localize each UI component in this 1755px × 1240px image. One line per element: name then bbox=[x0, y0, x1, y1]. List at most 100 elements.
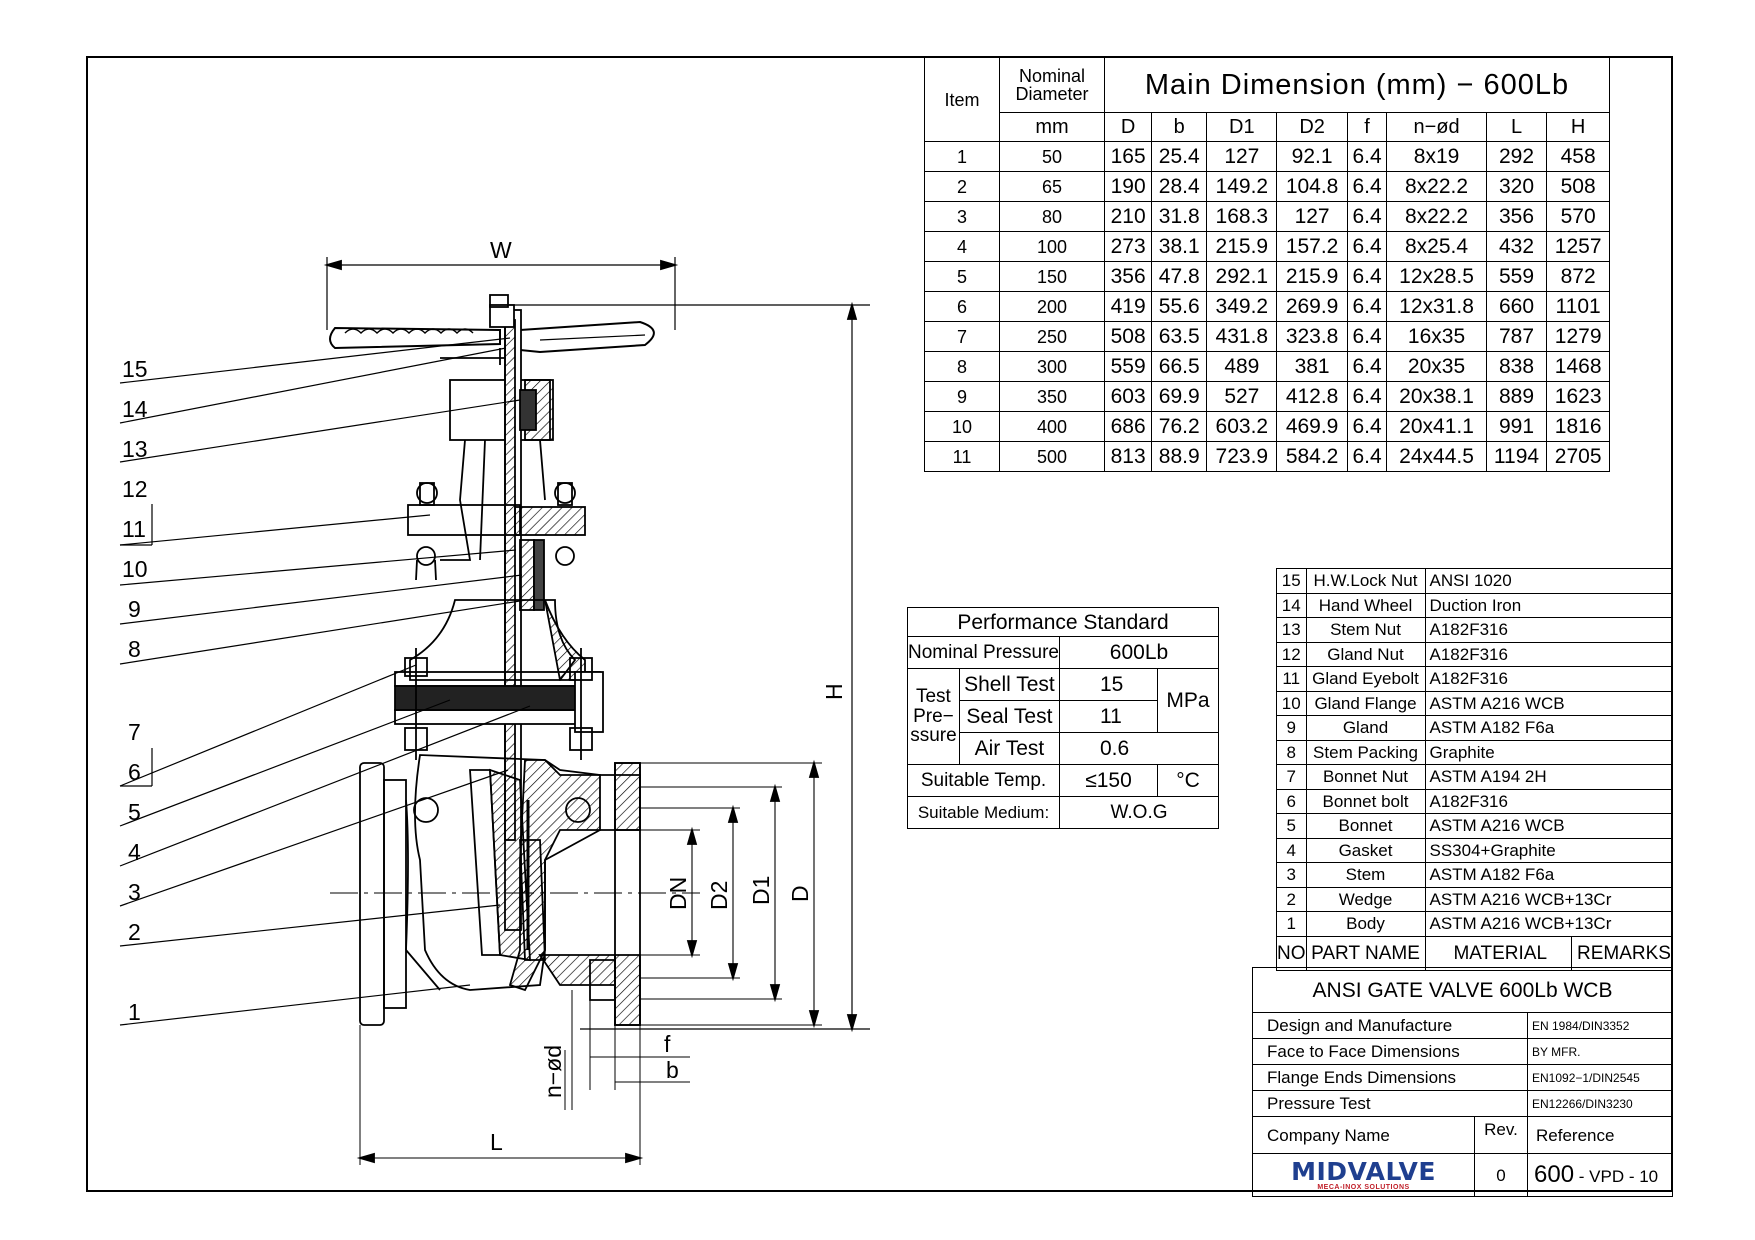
callout-13: 13 bbox=[122, 436, 148, 462]
main-dimension-table: Item Nominal Diameter Main Dimension (mm… bbox=[924, 57, 1610, 472]
dimension-cell: 323.8 bbox=[1276, 321, 1348, 352]
dimension-cell: 76.2 bbox=[1151, 411, 1208, 442]
dimension-cell: 1279 bbox=[1546, 321, 1610, 352]
dim-f-label: f bbox=[664, 1031, 671, 1057]
dimension-cell: 190 bbox=[1103, 171, 1153, 202]
dimension-cell: 20x41.1 bbox=[1386, 411, 1487, 442]
callout-5: 5 bbox=[128, 799, 141, 825]
dimension-cell: 12x28.5 bbox=[1386, 261, 1487, 292]
dimension-cell: 127 bbox=[1206, 141, 1278, 172]
callout-8: 8 bbox=[128, 636, 141, 662]
dimension-cell: 381 bbox=[1276, 351, 1348, 382]
main-dimension-title: Main Dimension (mm) − 600Lb bbox=[1104, 57, 1610, 113]
shell-test-label: Shell Test bbox=[958, 668, 1061, 701]
dim-b-label: b bbox=[666, 1057, 679, 1083]
part-number: 8 bbox=[1276, 739, 1307, 765]
std-label-1: Face to Face Dimensions bbox=[1252, 1038, 1528, 1065]
dim-col-header: D2 bbox=[1276, 112, 1348, 142]
dimension-cell: 1468 bbox=[1546, 351, 1610, 382]
dimension-cell: 6.4 bbox=[1346, 441, 1388, 472]
dimension-cell: 356 bbox=[1103, 261, 1153, 292]
dimension-cell: 63.5 bbox=[1151, 321, 1208, 352]
part-number: 9 bbox=[1276, 715, 1307, 741]
dimension-cell: 12x31.8 bbox=[1386, 291, 1487, 322]
nominal-header-line1: Nominal bbox=[1018, 66, 1086, 86]
part-name: Body bbox=[1305, 911, 1426, 937]
drawing-title: ANSI GATE VALVE 600Lb WCB bbox=[1252, 967, 1673, 1013]
callout-7: 7 bbox=[128, 719, 141, 745]
rev-label: Rev. bbox=[1474, 1116, 1528, 1154]
part-material: ASTM A182 F6a bbox=[1424, 862, 1673, 888]
unit-header: mm bbox=[999, 112, 1105, 142]
main-dimension-pressure: 600Lb bbox=[1483, 68, 1570, 101]
part-material: A182F316 bbox=[1424, 641, 1673, 667]
main-dimension-title-text: Main Dimension (mm) − bbox=[1144, 68, 1475, 101]
dimension-cell: 157.2 bbox=[1276, 231, 1348, 262]
dimension-cell: 508 bbox=[1103, 321, 1153, 352]
dimension-cell: 8x22.2 bbox=[1386, 201, 1487, 232]
dimension-cell: 4 bbox=[924, 231, 1000, 262]
part-name: Gasket bbox=[1305, 837, 1426, 863]
part-material: A182F316 bbox=[1424, 788, 1673, 814]
std-value-0: EN 1984/DIN3352 bbox=[1527, 1012, 1673, 1039]
dimension-cell: 215.9 bbox=[1276, 261, 1348, 292]
dimension-cell: 65 bbox=[999, 171, 1105, 202]
nominal-diameter-header: Nominal Diameter bbox=[999, 57, 1105, 113]
rev-value: 0 bbox=[1474, 1153, 1528, 1197]
item-header: Item bbox=[924, 57, 1000, 142]
suitable-temp-label: Suitable Temp. bbox=[907, 764, 1060, 797]
temp-unit: °C bbox=[1157, 764, 1219, 797]
dimension-cell: 11 bbox=[924, 441, 1000, 472]
logo-subtext: MECA-INOX SOLUTIONS bbox=[1317, 1184, 1410, 1191]
dimension-cell: 6.4 bbox=[1346, 321, 1388, 352]
reference-value: 600 bbox=[1534, 1161, 1575, 1188]
dimension-cell: 6 bbox=[924, 291, 1000, 322]
dimension-cell: 1257 bbox=[1546, 231, 1610, 262]
suitable-temp-value: ≤150 bbox=[1059, 764, 1158, 797]
dimension-cell: 1623 bbox=[1546, 381, 1610, 412]
dimension-cell: 292.1 bbox=[1206, 261, 1278, 292]
part-name: Gland Eyebolt bbox=[1305, 666, 1426, 692]
part-material: ASTM A182 F6a bbox=[1424, 715, 1673, 741]
part-material: ASTM A216 WCB bbox=[1424, 690, 1673, 716]
nominal-pressure-value: 600Lb bbox=[1059, 636, 1219, 669]
dimension-cell: 559 bbox=[1103, 351, 1153, 382]
air-test-label: Air Test bbox=[958, 732, 1061, 765]
dimension-cell: 356 bbox=[1485, 201, 1548, 232]
pressure-unit: MPa bbox=[1157, 668, 1219, 733]
dimension-cell: 6.4 bbox=[1346, 351, 1388, 382]
dim-d2-label: D2 bbox=[706, 881, 732, 910]
dim-d-label: D bbox=[787, 885, 813, 902]
dimension-cell: 165 bbox=[1103, 141, 1153, 172]
dimension-cell: 250 bbox=[999, 321, 1105, 352]
parts-header-part: PART NAME bbox=[1305, 935, 1426, 971]
part-name: Hand Wheel bbox=[1305, 592, 1426, 618]
dimension-cell: 6.4 bbox=[1346, 141, 1388, 172]
part-material: ANSI 1020 bbox=[1424, 568, 1673, 594]
dim-col-header: f bbox=[1346, 112, 1388, 142]
callout-14: 14 bbox=[122, 396, 148, 422]
dimension-cell: 20x38.1 bbox=[1386, 381, 1487, 412]
seal-test-label: Seal Test bbox=[958, 700, 1061, 733]
dimension-cell: 872 bbox=[1546, 261, 1610, 292]
dimension-cell: 527 bbox=[1206, 381, 1278, 412]
dimension-cell: 787 bbox=[1485, 321, 1548, 352]
part-number: 13 bbox=[1276, 617, 1307, 643]
part-number: 2 bbox=[1276, 886, 1307, 912]
part-material: SS304+Graphite bbox=[1424, 837, 1673, 863]
parts-header-no: NO bbox=[1276, 935, 1307, 971]
dimension-cell: 200 bbox=[999, 291, 1105, 322]
dimension-cell: 431.8 bbox=[1206, 321, 1278, 352]
callout-3: 3 bbox=[128, 879, 141, 905]
part-number: 11 bbox=[1276, 666, 1307, 692]
dimension-cell: 6.4 bbox=[1346, 231, 1388, 262]
part-name: Wedge bbox=[1305, 886, 1426, 912]
dimension-cell: 813 bbox=[1103, 441, 1153, 472]
std-label-0: Design and Manufacture bbox=[1252, 1012, 1528, 1039]
